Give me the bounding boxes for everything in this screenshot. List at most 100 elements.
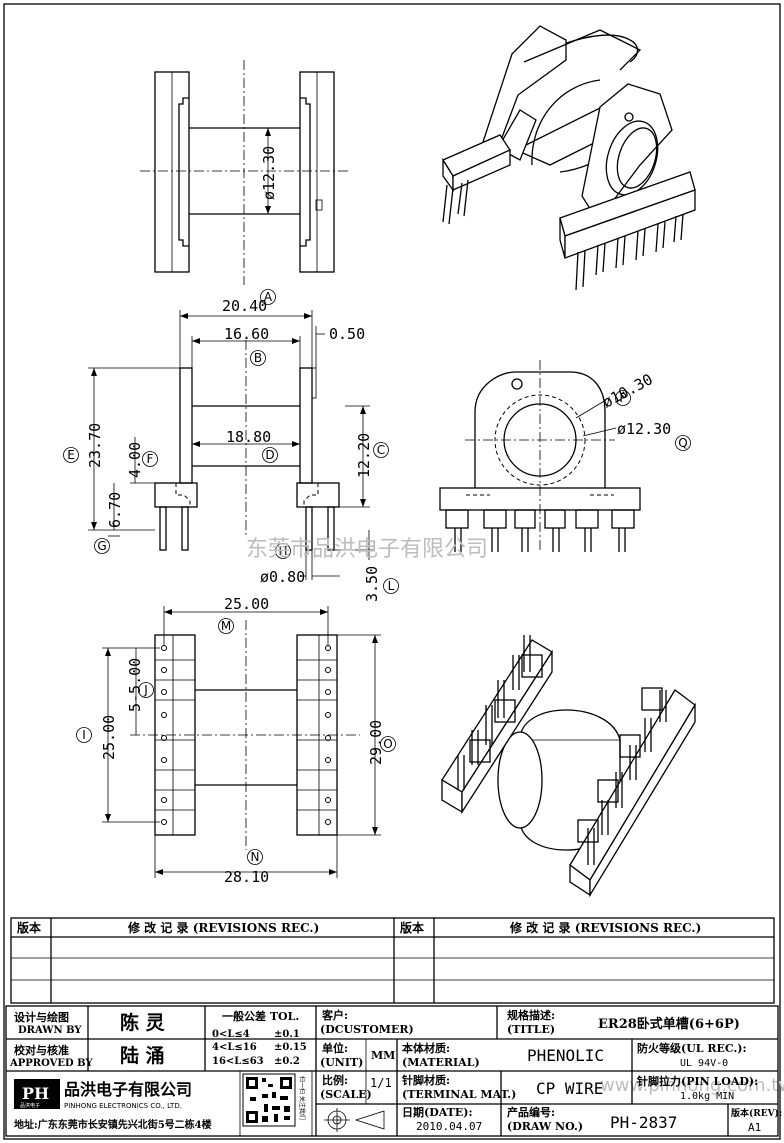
dim-f-label: 4.00 bbox=[126, 442, 144, 478]
tolerance-title: 一般公差 TOL. bbox=[222, 1009, 299, 1023]
dim-j-label: 5-5.00 bbox=[126, 658, 144, 712]
markers: A B D E F C G H L P Q M J I O N bbox=[63, 289, 691, 865]
drawing-frame bbox=[3, 3, 781, 1140]
terminal-value: CP WIRE bbox=[536, 1079, 603, 1098]
svg-text:C: C bbox=[377, 443, 385, 457]
top-view: ø12.30 bbox=[140, 60, 350, 285]
date-label: 日期(DATE): bbox=[402, 1105, 473, 1119]
qr-code bbox=[242, 1073, 296, 1127]
tol-value-3: ±0.2 bbox=[274, 1056, 300, 1067]
svg-text:I: I bbox=[82, 728, 86, 742]
marker-b: B bbox=[250, 350, 266, 366]
front-view: 20.40 16.60 0.50 18.80 23.70 4.00 6.70 bbox=[86, 297, 381, 602]
scale-label-en: (SCALE) bbox=[320, 1088, 372, 1101]
dim-e-label: 23.70 bbox=[86, 423, 104, 468]
svg-text:H: H bbox=[278, 544, 287, 558]
dim-p-label: ø10.30 bbox=[599, 370, 655, 411]
marker-c: C bbox=[373, 442, 389, 458]
svg-text:N: N bbox=[251, 850, 260, 864]
marker-m: M bbox=[218, 618, 234, 634]
material-value: PHENOLIC bbox=[527, 1046, 604, 1065]
watermark-url: www.pinhong.com.tw bbox=[600, 1075, 784, 1096]
flame-label: 防火等级(UL REC.): bbox=[637, 1041, 747, 1055]
terminal-label: 针脚材质: bbox=[402, 1073, 450, 1087]
rev-version-label-left: 版本 bbox=[17, 920, 41, 935]
marker-h: H bbox=[275, 543, 291, 559]
dim-c-label: 12.20 bbox=[355, 433, 373, 478]
company-name: 品洪电子有限公司 bbox=[64, 1080, 192, 1099]
rev-label: 版本(REV): bbox=[730, 1107, 782, 1119]
customer-label: 客户: bbox=[321, 1008, 348, 1022]
unit-label: 单位: bbox=[322, 1041, 348, 1055]
drawno-label-en: (DRAW NO.) bbox=[507, 1120, 583, 1133]
svg-text:D: D bbox=[265, 448, 274, 462]
title-value: ER28卧式单槽(6+6P) bbox=[598, 1016, 740, 1032]
watermark: 东莞市品洪电子有限公司 bbox=[246, 537, 488, 562]
marker-e: E bbox=[63, 447, 79, 463]
marker-g: G bbox=[94, 538, 110, 554]
marker-d: D bbox=[262, 447, 278, 463]
dim-b-side-label: 0.50 bbox=[329, 325, 365, 343]
svg-text:F: F bbox=[147, 452, 154, 466]
customer-label-en: (DCUSTOMER) bbox=[320, 1023, 414, 1036]
bottom-view: 25.00 25.00 5-5.00 29.00 28.10 bbox=[100, 595, 385, 886]
date-value: 2010.04.07 bbox=[416, 1120, 482, 1133]
marker-o: O bbox=[380, 736, 396, 752]
approve-label-en: APPROVED BY bbox=[9, 1058, 93, 1069]
marker-p: P bbox=[615, 390, 631, 406]
rev-version-label-right: 版本 bbox=[400, 920, 424, 935]
drawno-value: PH-2837 bbox=[610, 1113, 677, 1132]
tol-range-3: 16<L≤63 bbox=[212, 1056, 264, 1067]
dim-a-label: 20.40 bbox=[222, 297, 267, 315]
rev-records-label-right: 修 改 记 录 (REVISIONS REC.) bbox=[509, 920, 701, 935]
dim-g-label: 6.70 bbox=[106, 492, 124, 528]
company-logo bbox=[14, 1079, 60, 1109]
company-name-en: PINHONG ELECTRONICS CO., LTD. bbox=[64, 1102, 182, 1110]
flame-value: UL 94V-0 bbox=[680, 1058, 728, 1069]
iso-view-1 bbox=[442, 25, 696, 291]
qr-caption: 扫一扫 关注我们 bbox=[298, 1076, 306, 1120]
dim-i-label: 25.00 bbox=[100, 715, 118, 760]
rev-records-label-left: 修 改 记 录 (REVISIONS REC.) bbox=[127, 920, 319, 935]
pin-load-label: 针脚拉力(PIN LOAD): bbox=[637, 1074, 758, 1088]
pin-load-value: 1.0kg MIN bbox=[680, 1091, 734, 1102]
dim-b-label: 16.60 bbox=[224, 325, 269, 343]
svg-text:O: O bbox=[383, 737, 392, 751]
rev-value: A1 bbox=[748, 1121, 761, 1134]
company-logo-sub: 品洪电子 bbox=[20, 1102, 40, 1109]
title-block: 设计与绘图 DRAWN BY 陈 灵 校对与核准 APPROVED BY 陆 涌… bbox=[5, 1005, 782, 1137]
dim-n-label: 28.10 bbox=[224, 868, 269, 886]
svg-text:P: P bbox=[619, 391, 626, 405]
marker-a: A bbox=[260, 289, 276, 305]
designer-name: 陈 灵 bbox=[120, 1011, 166, 1034]
company-address: 地址:广东东莞市长安镇先兴北街5号二栋4楼 bbox=[14, 1118, 212, 1131]
dim-d-label: 18.80 bbox=[226, 428, 271, 446]
svg-text:G: G bbox=[97, 539, 106, 553]
title-label-en: (TITLE) bbox=[507, 1023, 555, 1036]
dim-q-label: ø12.30 bbox=[617, 420, 671, 438]
svg-text:L: L bbox=[388, 579, 395, 593]
drawno-label: 产品编号: bbox=[507, 1105, 555, 1119]
svg-text:Q: Q bbox=[678, 436, 687, 450]
marker-i: I bbox=[76, 727, 92, 743]
unit-value: MM bbox=[371, 1049, 395, 1062]
svg-text:E: E bbox=[67, 448, 75, 462]
approver-name: 陆 涌 bbox=[120, 1044, 165, 1067]
design-label: 设计与绘图 bbox=[14, 1010, 69, 1024]
scale-label: 比例: bbox=[322, 1073, 348, 1087]
company-logo-text: PH bbox=[22, 1084, 49, 1103]
svg-text:B: B bbox=[254, 351, 262, 365]
svg-text:J: J bbox=[143, 683, 148, 697]
marker-q: Q bbox=[675, 435, 691, 451]
material-label-en: (MATERIAL) bbox=[402, 1056, 480, 1069]
material-label: 本体材质: bbox=[402, 1041, 450, 1055]
unit-label-en: (UNIT) bbox=[320, 1056, 363, 1069]
iso-view-2 bbox=[441, 635, 696, 898]
title-label: 规格描述: bbox=[507, 1008, 555, 1022]
dim-l-label: 3.50 bbox=[363, 566, 381, 602]
top-diameter-label: ø12.30 bbox=[260, 146, 278, 200]
tol-value-2: ±0.15 bbox=[274, 1042, 307, 1053]
marker-j: J bbox=[138, 682, 154, 698]
svg-text:M: M bbox=[221, 619, 231, 633]
